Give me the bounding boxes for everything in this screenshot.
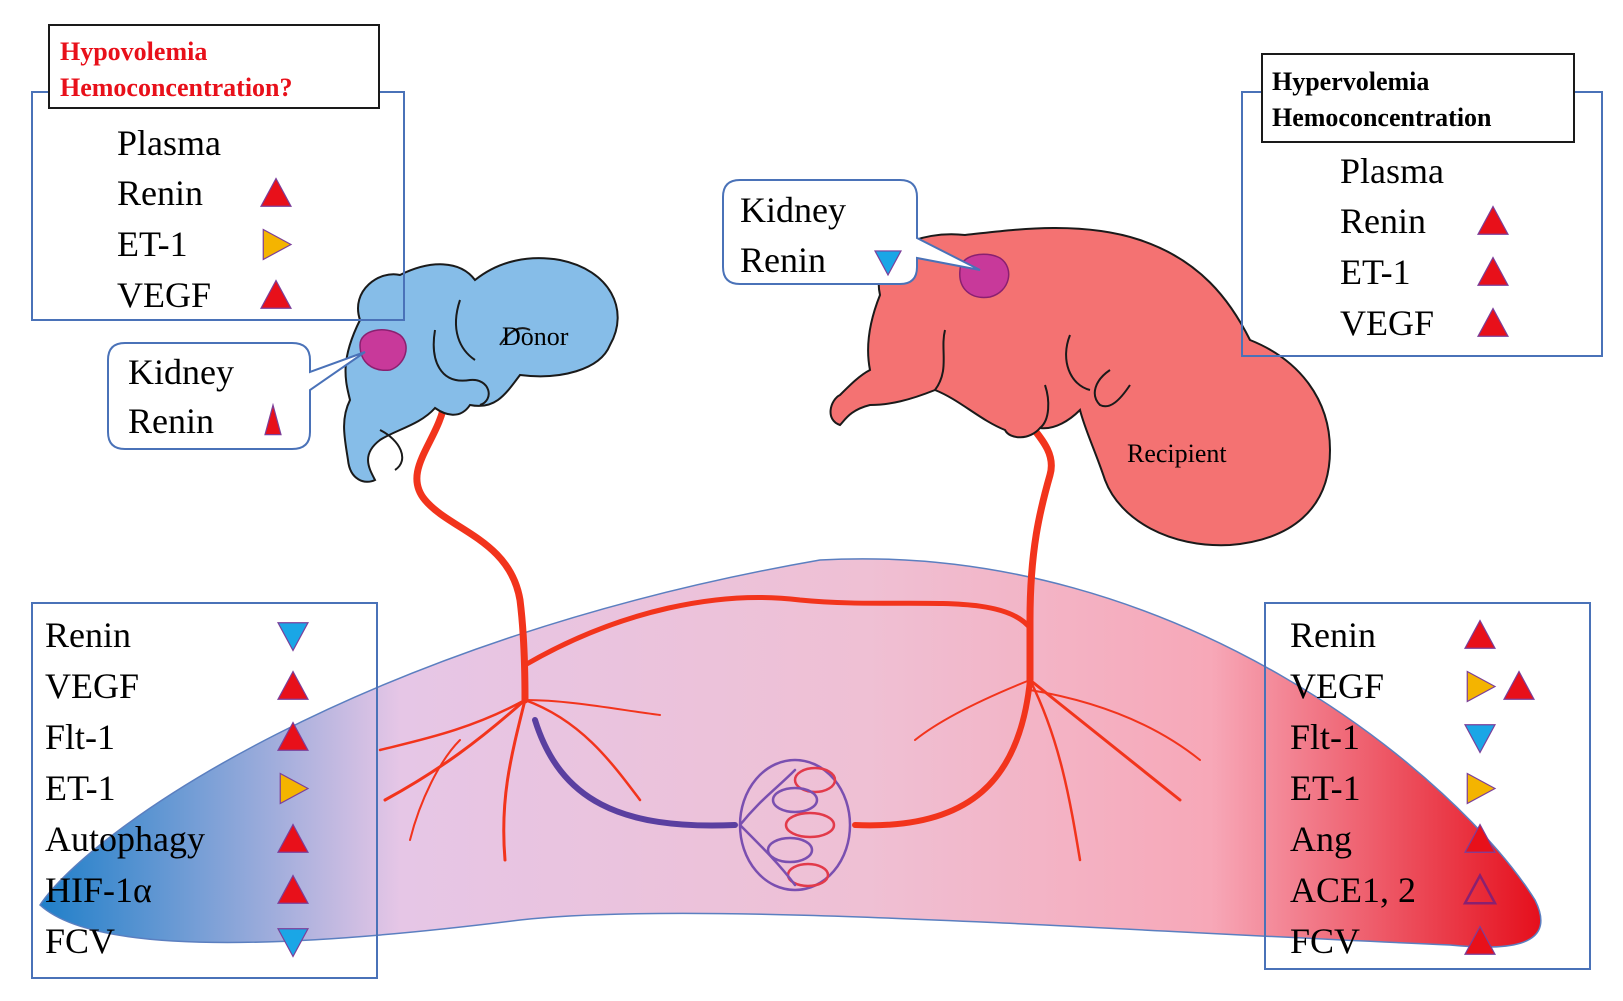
donor-placenta-list-label-0: Renin <box>45 615 131 655</box>
placental-vessels <box>378 381 1201 892</box>
recipient-plasma-list-label-0: Renin <box>1340 201 1426 241</box>
donor-kidney-line2: Renin <box>128 401 214 441</box>
recipient-header-box <box>1261 53 1575 143</box>
donor-placenta-list-label-4: Autophagy <box>45 819 205 859</box>
donor-plasma-list-trend-1-unchanged-icon <box>262 228 293 261</box>
donor-placenta-list-trend-3-unchanged-icon <box>279 772 310 805</box>
donor-kidney-line1: Kidney <box>128 352 234 392</box>
recipient-kidney-line2: Renin <box>740 240 826 280</box>
donor-label: Donor <box>502 322 569 351</box>
recipient-kidney-line1: Kidney <box>740 190 846 230</box>
donor-kidney-trend <box>264 402 282 436</box>
donor-kidney-trend-up-small-icon <box>264 402 282 436</box>
donor-header-line1: Hypovolemia <box>60 37 207 66</box>
recipient-placenta-list-label-5: ACE1, 2 <box>1290 870 1416 910</box>
recipient-placenta-list-label-0: Renin <box>1290 615 1376 655</box>
recipient-kidney-trend <box>873 250 903 277</box>
connecting-artery <box>522 595 1033 668</box>
recipient-header-line1: Hypervolemia <box>1272 67 1429 96</box>
recipient-kidney-trend-down-icon <box>873 250 903 277</box>
recipient-placenta-list-trend-3-unchanged-icon <box>1466 772 1497 805</box>
donor-plasma-list-label-0: Renin <box>117 173 203 213</box>
donor-placenta-list-label-2: Flt-1 <box>45 717 115 757</box>
recipient-placenta-list-label-3: ET-1 <box>1290 768 1361 808</box>
donor-fetus: Donor <box>343 257 619 483</box>
recipient-header-line2: Hemoconcentration <box>1272 103 1492 132</box>
recipient-placenta-list-trend-1-unchanged-icon <box>1466 670 1497 703</box>
donor-placenta-list-trend-1-up-icon <box>276 670 310 700</box>
recipient-fetus: Recipient <box>829 227 1332 547</box>
recipient-plasma-title: Plasma <box>1340 151 1444 191</box>
donor-kidney-callout <box>107 342 366 450</box>
donor-placenta-box <box>31 602 378 979</box>
recipient-label: Recipient <box>1127 439 1227 468</box>
donor-placenta-list-trend-0-down-icon <box>276 622 310 652</box>
recipient-plasma-list-trend-2-up-icon <box>1476 307 1510 337</box>
recipient-placenta-list-trend-6-up-icon <box>1463 925 1497 955</box>
recipient-placenta-list-trend-5-up-outline-icon <box>1462 872 1498 905</box>
placenta <box>39 558 1542 948</box>
recipient-placenta-list-label-1: VEGF <box>1290 666 1384 706</box>
recipient-placenta-list-label-6: FCV <box>1290 921 1360 961</box>
recipient-plasma-list-label-1: ET-1 <box>1340 252 1411 292</box>
recipient-placenta-box <box>1264 602 1591 970</box>
recipient-placenta-list-trend-1-up-icon <box>1502 670 1536 700</box>
donor-placenta-list-trend-5-up-icon <box>276 874 310 904</box>
recipient-placenta-list-label-2: Flt-1 <box>1290 717 1360 757</box>
recipient-plasma-list-trend-1-up-icon <box>1476 256 1510 286</box>
donor-plasma-list-label-1: ET-1 <box>117 224 188 264</box>
av-anastomosis <box>738 758 852 892</box>
donor-placenta-list-trend-2-up-icon <box>276 721 310 751</box>
donor-placenta-list-trend-6-down-icon <box>276 928 310 958</box>
donor-placenta-list-trend-4-up-icon <box>276 823 310 853</box>
recipient-placenta-list-trend-0-up-icon <box>1463 619 1497 649</box>
donor-placenta-list-label-3: ET-1 <box>45 768 116 808</box>
donor-placenta-list-label-5: HIF-1α <box>45 870 152 910</box>
donor-kidney-organ <box>359 329 407 371</box>
recipient-placenta-list-label-4: Ang <box>1290 819 1352 859</box>
recipient-placenta-list-trend-4-up-icon <box>1463 823 1497 853</box>
recipient-kidney-organ <box>959 253 1010 299</box>
donor-plasma-list-label-2: VEGF <box>117 275 211 315</box>
donor-umbilical-cord <box>413 396 529 704</box>
donor-vein <box>532 717 738 829</box>
donor-header-box <box>48 24 380 109</box>
donor-plasma-list-trend-2-up-icon <box>259 279 293 309</box>
recipient-placenta-list-trend-2-down-icon <box>1463 724 1497 754</box>
recipient-artery <box>852 677 1033 829</box>
donor-plasma-title: Plasma <box>117 123 221 163</box>
recipient-plasma-list-trend-0-up-icon <box>1476 205 1510 235</box>
donor-body <box>343 257 619 483</box>
recipient-kidney-callout <box>722 179 981 285</box>
recipient-plasma-list-label-2: VEGF <box>1340 303 1434 343</box>
donor-placenta-list-label-1: VEGF <box>45 666 139 706</box>
donor-plasma-list-trend-0-up-icon <box>259 177 293 207</box>
donor-placenta-list-label-6: FCV <box>45 921 115 961</box>
donor-header-line2: Hemoconcentration? <box>60 73 293 102</box>
